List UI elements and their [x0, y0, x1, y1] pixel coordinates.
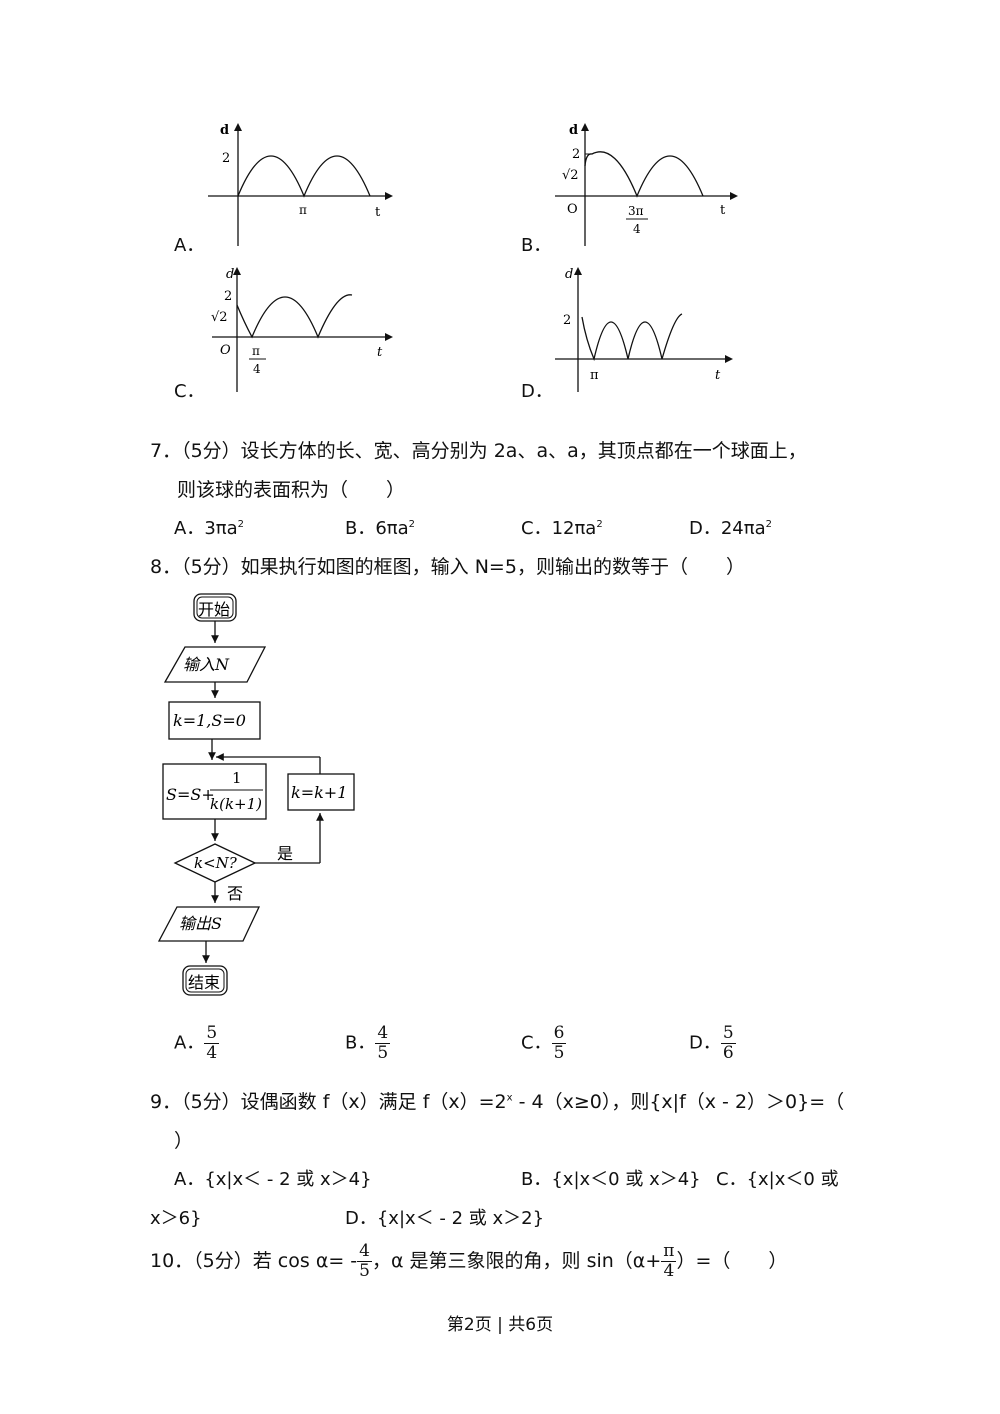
graph-b: d 2 √2 O 3π 4 t	[555, 123, 738, 246]
graph-a-axis-d: d	[220, 123, 229, 138]
graph-d-axis-t: t	[715, 368, 721, 383]
graph-b-tick-x-den: 4	[633, 222, 641, 236]
graph-b-tick-x-num: 3π	[628, 204, 644, 218]
graph-c-origin: O	[220, 343, 231, 358]
flow-yes-label: 是	[277, 844, 293, 863]
flow-end-text: 结束	[188, 973, 220, 992]
graph-b-axis-t: t	[720, 203, 726, 218]
flow-update-den: k(k+1)	[210, 795, 262, 813]
graph-c-tick-y: 2	[224, 289, 232, 304]
graph-d: d 2 π t	[555, 267, 733, 392]
graph-c-tick-x-num: π	[252, 344, 260, 358]
q9-option-c-cont: x＞6}	[150, 1208, 202, 1229]
q9-option-b: B．{x|x＜0 或 x＞4}	[521, 1169, 701, 1190]
graph-d-label: D．	[521, 381, 553, 402]
graph-d-axis-d: d	[565, 267, 573, 282]
flow-incr-text: k=k+1	[291, 783, 347, 802]
q9-line2: ）	[174, 1130, 194, 1152]
q9-option-d: D．{x|x＜ - 2 或 x＞2}	[345, 1208, 545, 1229]
graph-d-tick-x: π	[590, 368, 599, 383]
flow-no-label: 否	[227, 884, 243, 903]
q7-option-a: A．3πa2	[174, 518, 245, 539]
flow-output-text: 输出S	[179, 914, 222, 933]
graph-a-axis-t: t	[375, 205, 381, 220]
q7-option-b: B．6πa2	[345, 518, 416, 539]
graph-c: d 2 √2 O π 4 t	[211, 267, 393, 392]
flow-init-text: k=1,S=0	[173, 711, 246, 730]
graph-d-tick-y: 2	[563, 313, 571, 328]
flow-start-text: 开始	[198, 600, 230, 619]
graph-c-label: C．	[174, 381, 205, 402]
q9-line1: 9．（5分）设偶函数 f（x）满足 f（x）=2x - 4（x≥0），则{x|f…	[150, 1091, 845, 1113]
graph-c-tick-y2: √2	[211, 310, 228, 325]
flow-cond-text: k<N?	[194, 854, 238, 872]
flow-update-num: 1	[232, 769, 242, 787]
q8-flowchart: 开始 输入N k=1,S=0 S=S+ 1 k(k+1) k=k+1 k<N? …	[157, 593, 355, 996]
graph-a-tick-y: 2	[222, 151, 230, 166]
graph-a: d 2 π t	[208, 123, 393, 246]
page-footer: 第2页 | 共6页	[446, 1315, 554, 1335]
q7-line2: 则该球的表面积为（ ）	[177, 479, 406, 501]
graph-a-tick-x: π	[299, 203, 307, 217]
q8-line1: 8．（5分）如果执行如图的框图，输入 N=5，则输出的数等于（ ）	[150, 556, 745, 578]
graph-c-tick-x-den: 4	[253, 362, 261, 376]
q7-option-d: D．24πa2	[689, 518, 773, 539]
q9-option-c: C．{x|x＜0 或	[716, 1169, 839, 1190]
graph-b-tick-y: 2	[572, 147, 580, 162]
q7-line1: 7．（5分）设长方体的长、宽、高分别为 2a、a、a，其顶点都在一个球面上，	[150, 440, 807, 462]
q7-option-c: C．12πa2	[521, 518, 603, 539]
graph-c-axis-t: t	[377, 345, 383, 360]
flow-update-prefix: S=S+	[166, 785, 215, 804]
graph-c-axis-d: d	[226, 267, 234, 282]
graph-b-label: B．	[521, 235, 552, 256]
graph-a-label: A．	[174, 235, 205, 256]
graph-b-origin: O	[567, 202, 578, 217]
graph-b-axis-d: d	[569, 123, 578, 138]
q9-option-a: A．{x|x＜ - 2 或 x＞4}	[174, 1169, 372, 1190]
flow-input-text: 输入N	[183, 655, 230, 674]
graph-b-tick-y2: √2	[562, 168, 579, 183]
